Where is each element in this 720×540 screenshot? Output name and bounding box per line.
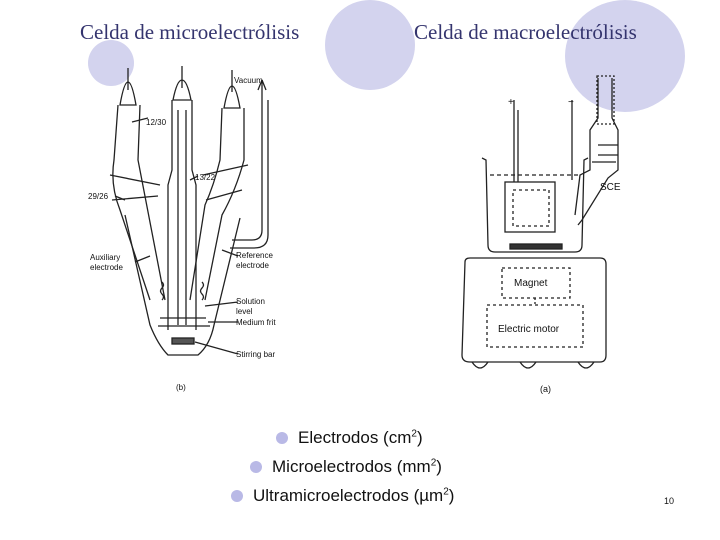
center-tube	[167, 100, 197, 330]
stirrer-base	[461, 257, 607, 363]
cell-body	[124, 214, 241, 356]
label-joint-1: 12/30	[146, 118, 167, 127]
right-electrode-cap	[223, 70, 241, 109]
label-stirring-bar: Stirring bar	[236, 350, 275, 359]
label-solution-1: Solution	[236, 297, 265, 306]
deco-circle-mid	[325, 0, 415, 90]
label-frit: Medium frit	[236, 318, 276, 327]
label-reference-2: electrode	[236, 261, 269, 270]
slide-number: 10	[664, 496, 675, 506]
deco-circle-left	[88, 40, 134, 86]
bullet-microelectrodes: Microelectrodos (mm2)	[250, 457, 442, 477]
label-electric-motor: Electric motor	[498, 324, 560, 335]
label-fig-b: (b)	[176, 383, 186, 392]
label-solution-2: level	[236, 307, 253, 316]
bullet-electrodes: Electrodos (cm2)	[276, 428, 423, 448]
micro-cell-drawing	[109, 66, 269, 356]
label-sce: SCE	[600, 182, 621, 193]
label-auxiliary-2: electrode	[90, 263, 123, 272]
label-reference-1: Reference	[236, 251, 273, 260]
label-magnet: Magnet	[514, 278, 548, 289]
label-vacuum: Vacuum	[234, 76, 263, 85]
bullet-dot-icon	[231, 490, 243, 502]
label-joint-3: 29/26	[88, 192, 109, 201]
label-fig-a: (a)	[540, 384, 551, 394]
left-arm	[112, 104, 166, 301]
bullet-ultramicroelectrodes: Ultramicroelectrodos (µm2)	[231, 486, 454, 506]
bullet-dot-icon	[276, 432, 288, 444]
title-microelectrolysis: Celda de microelectrólisis	[80, 20, 300, 44]
vacuum-tube	[230, 80, 269, 249]
macro-cell-drawing	[461, 75, 619, 369]
label-auxiliary-1: Auxiliary	[90, 253, 120, 262]
label-plus: +	[508, 97, 514, 108]
label-joint-2: 13/22	[195, 173, 216, 182]
center-electrode-cap	[172, 66, 192, 101]
title-macroelectrolysis: Celda de macroelectrólisis	[414, 20, 637, 44]
deco-circle-right	[565, 0, 685, 112]
bullet-dot-icon	[250, 461, 262, 473]
label-minus: −	[568, 97, 574, 108]
beaker	[481, 157, 589, 253]
right-arm	[189, 107, 245, 301]
